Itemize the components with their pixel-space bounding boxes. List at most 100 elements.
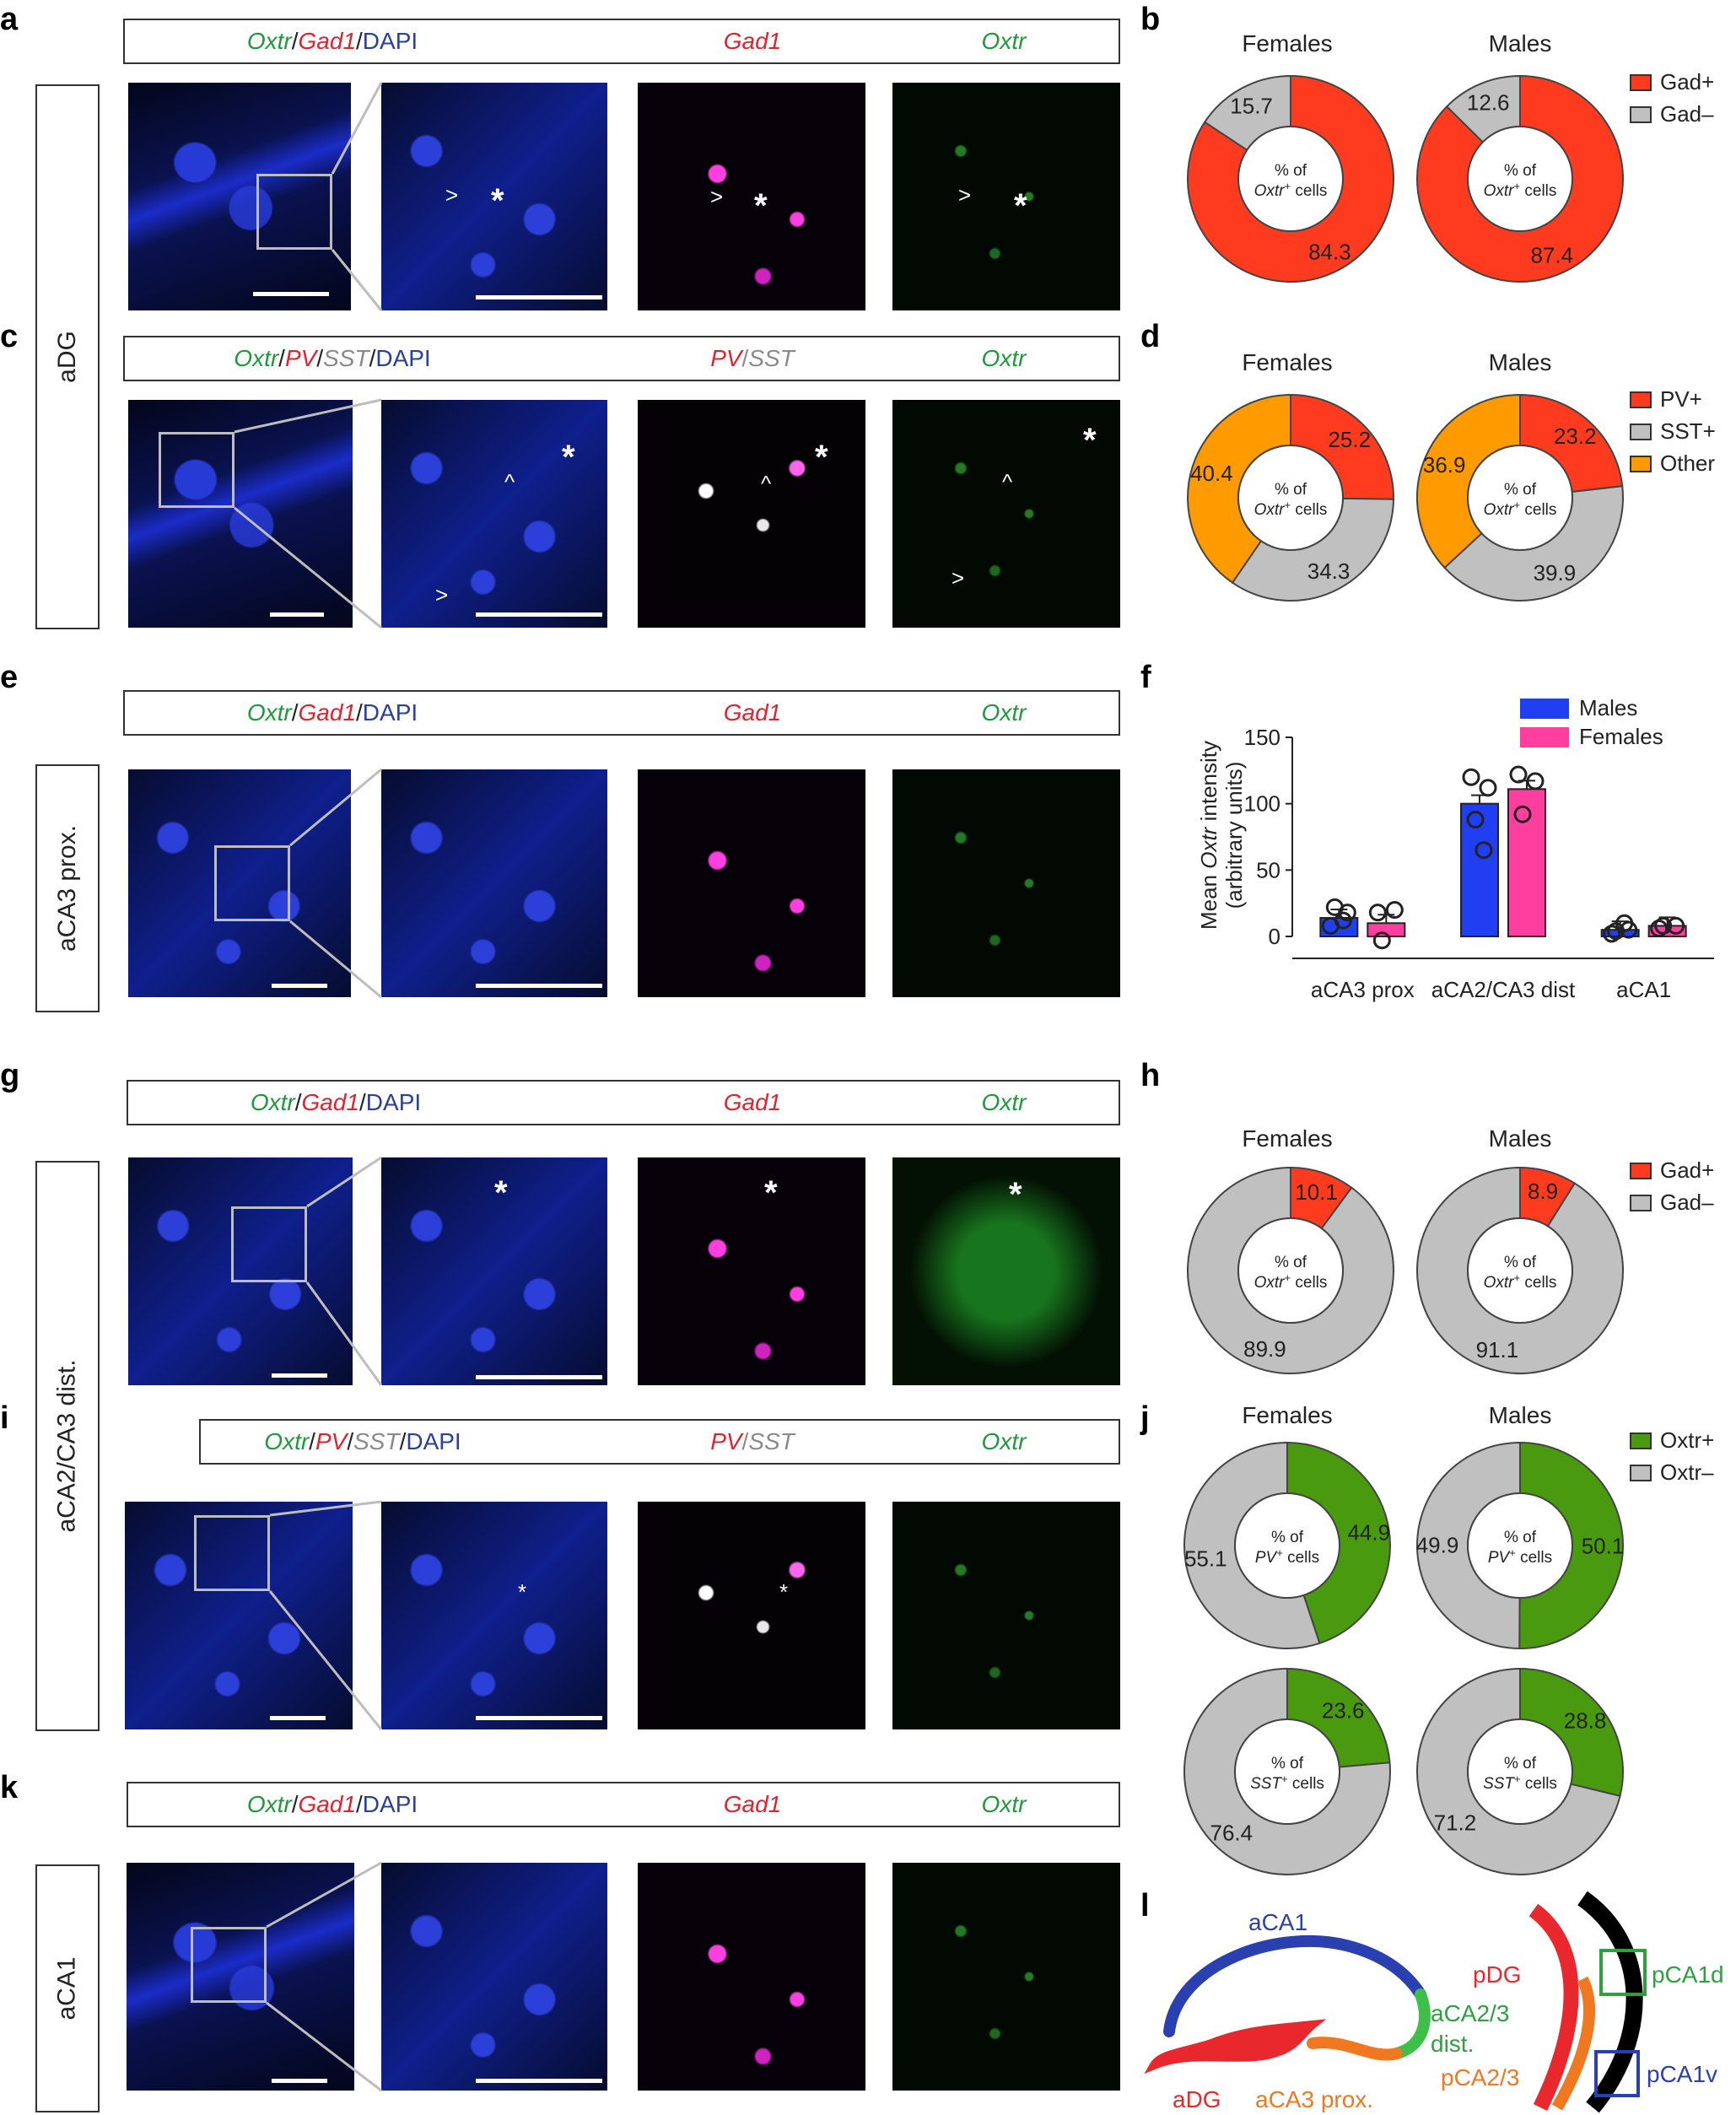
legend-gad-neg: Gad– [1630, 101, 1714, 127]
pca23-region [1551, 1976, 1595, 2111]
image-i-overview [125, 1502, 353, 1729]
panel-label-b: b [1140, 2, 1161, 37]
pie-center [1467, 1217, 1573, 1324]
pie-value-label: 40.4 [1190, 461, 1233, 486]
pie-value-label: 76.4 [1210, 1820, 1253, 1845]
pie-value-label: 44.9 [1347, 1519, 1390, 1545]
data-point [1513, 805, 1532, 823]
data-point [1368, 904, 1387, 922]
row-label-aca3: aCA3 prox. [35, 764, 100, 1012]
pie-value-label: 8.9 [1528, 1179, 1558, 1204]
pie-center-label-top: % of [1504, 1755, 1537, 1772]
data-point [1462, 768, 1480, 786]
image-i-oxtr [892, 1502, 1120, 1729]
pie-center-label-bottom: PV+ cells [1255, 1546, 1319, 1567]
pie-h-title-males: Males [1488, 1125, 1552, 1152]
data-point [1325, 898, 1344, 916]
pie-center-label-top: % of [1271, 1755, 1304, 1772]
scale-bar [476, 295, 602, 299]
image-g-gad1: * [638, 1157, 865, 1385]
y-axis-label: Mean Oxtr intensity [1196, 741, 1221, 930]
image-a-gad1: > * [638, 83, 865, 310]
pie-center-label-bottom: PV+ cells [1488, 1546, 1552, 1567]
pie-b-title-males: Males [1488, 30, 1552, 57]
pie-value-label: 28.8 [1564, 1708, 1607, 1733]
header-c-merge: Oxtr/PV/SST/DAPI [234, 345, 431, 371]
image-k-gad1 [638, 1863, 865, 2091]
image-g-merge: * [381, 1157, 607, 1385]
star-marker: * [491, 182, 504, 219]
pie-value-label: 87.4 [1530, 242, 1573, 267]
panel-label-j: j [1140, 1400, 1150, 1436]
aca3-prox-region [1307, 2037, 1403, 2061]
pie-value-label: 36.9 [1423, 452, 1466, 477]
image-e-overview [128, 769, 351, 997]
row-label-adg: aDG [35, 84, 100, 629]
image-g-oxtr: * [892, 1157, 1120, 1385]
panel-label-g: g [0, 1058, 20, 1093]
pie-center [1234, 1492, 1340, 1599]
pie-value-label: 50.1 [1582, 1533, 1625, 1558]
y-tick-label: 50 [1256, 857, 1280, 882]
pie-center [1467, 1492, 1573, 1599]
image-c-merge: * ^ > [381, 400, 607, 628]
label-pdg: pDG [1473, 1961, 1522, 1988]
aca23-dist-region [1391, 1988, 1431, 2059]
pie-center [1467, 126, 1573, 232]
data-point [1334, 911, 1352, 930]
pie-value-label: 91.1 [1476, 1337, 1519, 1362]
image-i-pvsst: * [638, 1502, 865, 1729]
label-pca23: pCA2/3 [1441, 2064, 1519, 2091]
image-c-pvsst: * ^ [638, 400, 865, 628]
pie-center-label-bottom: Oxtr+ cells [1484, 1271, 1557, 1292]
pie-value-label: 23.6 [1322, 1698, 1365, 1724]
label-aca1: aCA1 [1248, 1909, 1307, 1935]
pie-j-title-females: Females [1242, 1402, 1333, 1428]
image-k-oxtr [892, 1863, 1120, 2091]
image-a-merge: > * [381, 83, 607, 310]
label-pca1d: pCA1d [1652, 1961, 1724, 1988]
header-c: Oxtr/PV/SST/DAPI PV/SST Oxtr [123, 336, 1120, 381]
pie-center-label-top: % of [1275, 1254, 1307, 1271]
data-point [1526, 772, 1545, 790]
y-tick-label: 0 [1269, 924, 1280, 949]
image-c-oxtr: * ^ > [892, 400, 1120, 628]
header-c-oxtr: Oxtr [981, 345, 1027, 371]
pie-center [1237, 126, 1344, 232]
panel-label-f: f [1140, 660, 1151, 695]
pie-center-label-top: % of [1275, 162, 1307, 180]
header-c-pvsst: PV/SST [710, 345, 795, 371]
pie-j-title-males: Males [1488, 1402, 1552, 1428]
pie-b-title-females: Females [1242, 30, 1333, 57]
panel-label-d: d [1140, 319, 1161, 354]
pie-center [1237, 1217, 1344, 1324]
image-g-overview [128, 1157, 353, 1385]
data-point [1475, 841, 1493, 860]
pca1d-box [1599, 1949, 1647, 1996]
header-k: Oxtr/Gad1/DAPI Gad1 Oxtr [127, 1782, 1120, 1827]
panel-label-a: a [0, 2, 19, 37]
y-tick-label: 150 [1244, 725, 1280, 750]
pie-center-label-top: % of [1504, 162, 1537, 180]
pie-h-title-females: Females [1242, 1125, 1333, 1152]
header-a-oxtr: Oxtr [981, 28, 1027, 54]
data-point [1509, 765, 1528, 784]
data-point [1466, 811, 1485, 829]
pie-value-label: 10.1 [1295, 1179, 1338, 1205]
pie-center-label-bottom: Oxtr+ cells [1254, 499, 1328, 519]
image-a-overview [128, 83, 351, 310]
pie-value-label: 84.3 [1308, 239, 1351, 264]
bar [1507, 788, 1546, 937]
legend-swatch [1520, 727, 1569, 747]
panel-label-e: e [0, 660, 19, 695]
pie-value-label: 23.2 [1554, 424, 1597, 449]
legend-label: Males [1579, 695, 1637, 720]
